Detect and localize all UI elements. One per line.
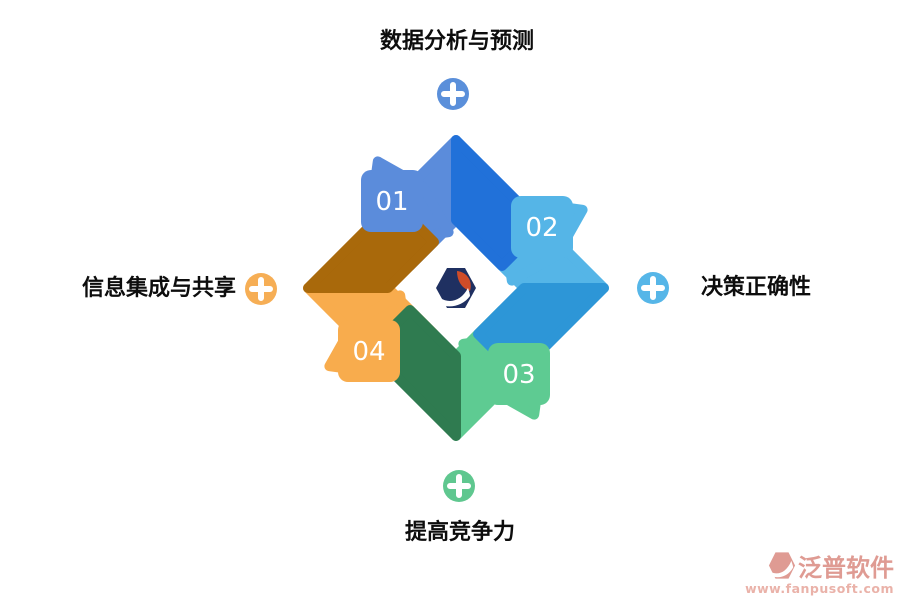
label-info-integration: 信息集成与共享 (82, 276, 237, 301)
step-plate-03: 03 (488, 343, 550, 405)
plus-icon (249, 277, 273, 301)
plus-icon (441, 82, 465, 106)
plus-icon (447, 474, 471, 498)
fanpu-logo (436, 268, 476, 308)
label-competitiveness: 提高竞争力 (404, 520, 516, 545)
step-plate-01-bg (361, 170, 423, 232)
plus-icon (641, 276, 665, 300)
plus-button-left[interactable] (243, 271, 279, 307)
step-number-02: 02 (525, 213, 558, 243)
step-plate-04-bg (338, 320, 400, 382)
watermark-url: www.fanpusoft.com (745, 581, 894, 596)
step-plate-03-bg (488, 343, 550, 405)
fanpu-watermark-icon (768, 552, 796, 579)
step-number-01: 01 (375, 187, 408, 217)
step-plate-02-bg (511, 196, 573, 258)
plus-button-right[interactable] (635, 270, 671, 306)
watermark-brand: 泛普软件 (798, 554, 894, 582)
label-data-analysis: 数据分析与预测 (379, 29, 535, 54)
plus-button-top[interactable] (435, 76, 471, 112)
step-plate-04: 04 (338, 320, 400, 382)
step-number-04: 04 (352, 337, 385, 367)
label-decision-accuracy: 决策正确性 (701, 275, 812, 300)
plus-button-bottom[interactable] (441, 468, 477, 504)
step-number-03: 03 (502, 360, 535, 390)
step-plate-01: 01 (361, 170, 423, 232)
watermark: 泛普软件 www.fanpusoft.com (745, 548, 894, 596)
step-plate-02: 02 (511, 196, 573, 258)
